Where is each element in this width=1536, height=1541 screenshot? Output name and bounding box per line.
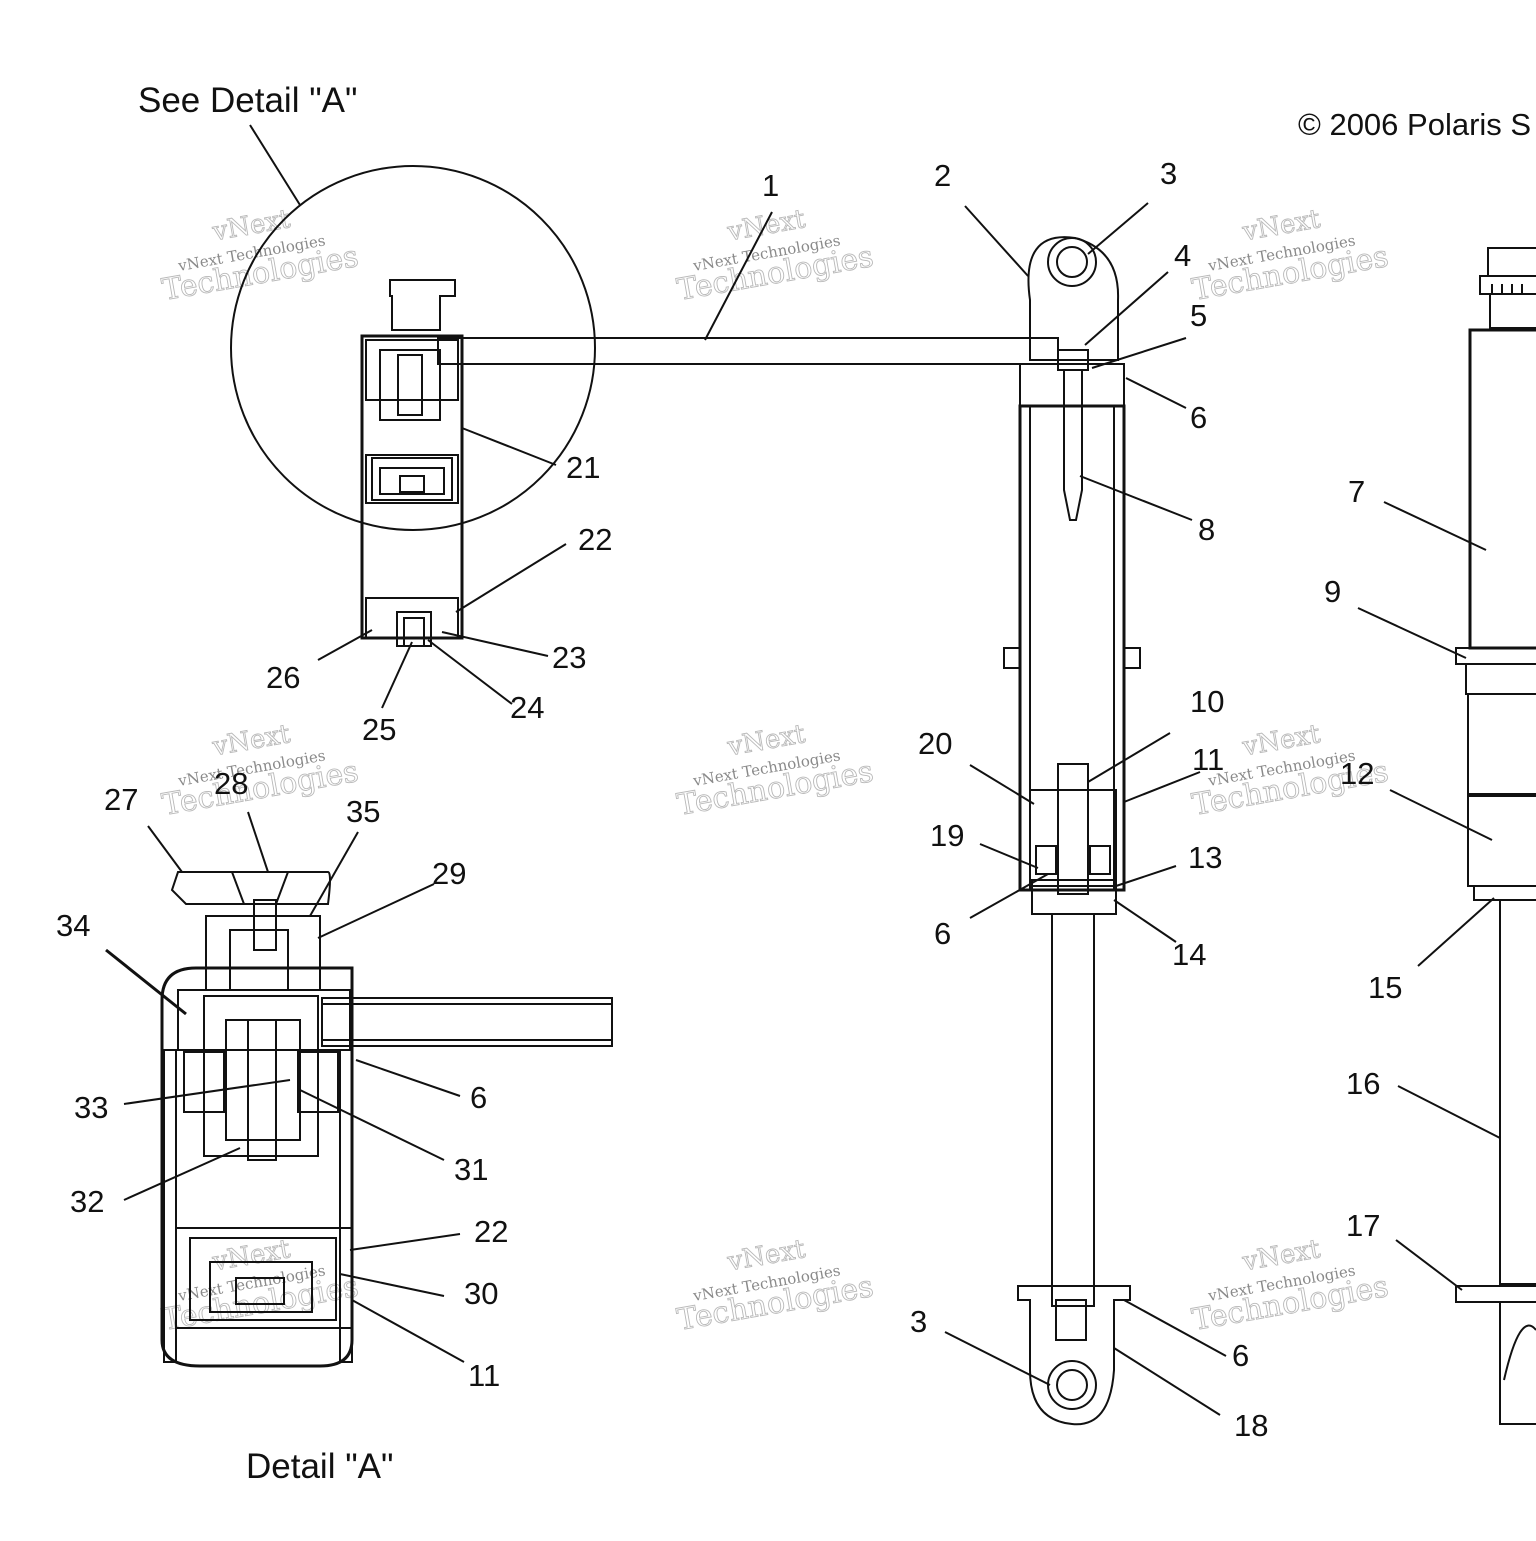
callout-22: 22 [474, 1214, 508, 1249]
callout-10: 10 [1190, 684, 1224, 719]
callout-16: 16 [1346, 1066, 1380, 1101]
callout-3: 3 [1160, 156, 1177, 191]
callout-27: 27 [104, 782, 138, 817]
callout-13: 13 [1188, 840, 1222, 875]
watermark: vNext vNext Technologies Technologies [674, 204, 877, 309]
callout-6: 6 [1232, 1338, 1249, 1373]
callout-30: 30 [464, 1276, 498, 1311]
callout-8: 8 [1198, 512, 1215, 547]
callout-15: 15 [1368, 970, 1402, 1005]
shock-external-view [1455, 247, 1536, 1425]
see-detail-label: See Detail "A" [138, 81, 357, 120]
watermark: vNext vNext Technologies Technologies [159, 719, 362, 824]
callout-6: 6 [1190, 400, 1207, 435]
see-detail-leader [249, 124, 301, 206]
callout-7: 7 [1348, 474, 1365, 509]
callout-9: 9 [1324, 574, 1341, 609]
detail-circle [230, 165, 596, 531]
callout-18: 18 [1234, 1408, 1268, 1443]
copyright-label: © 2006 Polaris S [1298, 107, 1531, 142]
callout-22: 22 [578, 522, 612, 557]
callout-26: 26 [266, 660, 300, 695]
callout-29: 29 [432, 856, 466, 891]
callout-19: 19 [930, 818, 964, 853]
callout-31: 31 [454, 1152, 488, 1187]
callout-5: 5 [1190, 298, 1207, 333]
watermark: vNext vNext Technologies Technologies [1189, 204, 1392, 309]
callout-17: 17 [1346, 1208, 1380, 1243]
callout-24: 24 [510, 690, 544, 725]
callout-3: 3 [910, 1304, 927, 1339]
callout-25: 25 [362, 712, 396, 747]
callout-28: 28 [214, 766, 248, 801]
callout-23: 23 [552, 640, 586, 675]
reservoir-upper [230, 165, 1059, 647]
callout-labels: 1 2 3 4 5 6 7 8 9 10 11 12 13 14 15 16 1… [56, 156, 1402, 1443]
watermark: vNext vNext Technologies Technologies [674, 1234, 877, 1339]
callout-6: 6 [934, 916, 951, 951]
detail-a-title: Detail "A" [246, 1447, 393, 1486]
callout-34: 34 [56, 908, 90, 943]
callout-20: 20 [918, 726, 952, 761]
watermark: vNext vNext Technologies Technologies [159, 204, 362, 309]
callout-14: 14 [1172, 937, 1206, 972]
callout-2: 2 [934, 158, 951, 193]
callout-6: 6 [470, 1080, 487, 1115]
callout-21: 21 [566, 450, 600, 485]
callout-32: 32 [70, 1184, 104, 1219]
callout-1: 1 [762, 168, 779, 203]
detail-a-drawing [160, 871, 613, 1368]
shock-body-main [1003, 236, 1141, 1426]
callout-4: 4 [1174, 238, 1191, 273]
callout-35: 35 [346, 794, 380, 829]
callout-12: 12 [1340, 756, 1374, 791]
callout-33: 33 [74, 1090, 108, 1125]
watermark: vNext vNext Technologies Technologies [674, 719, 877, 824]
callout-11: 11 [468, 1358, 500, 1393]
leader-lines [105, 202, 1501, 1416]
callout-11: 11 [1192, 742, 1224, 777]
